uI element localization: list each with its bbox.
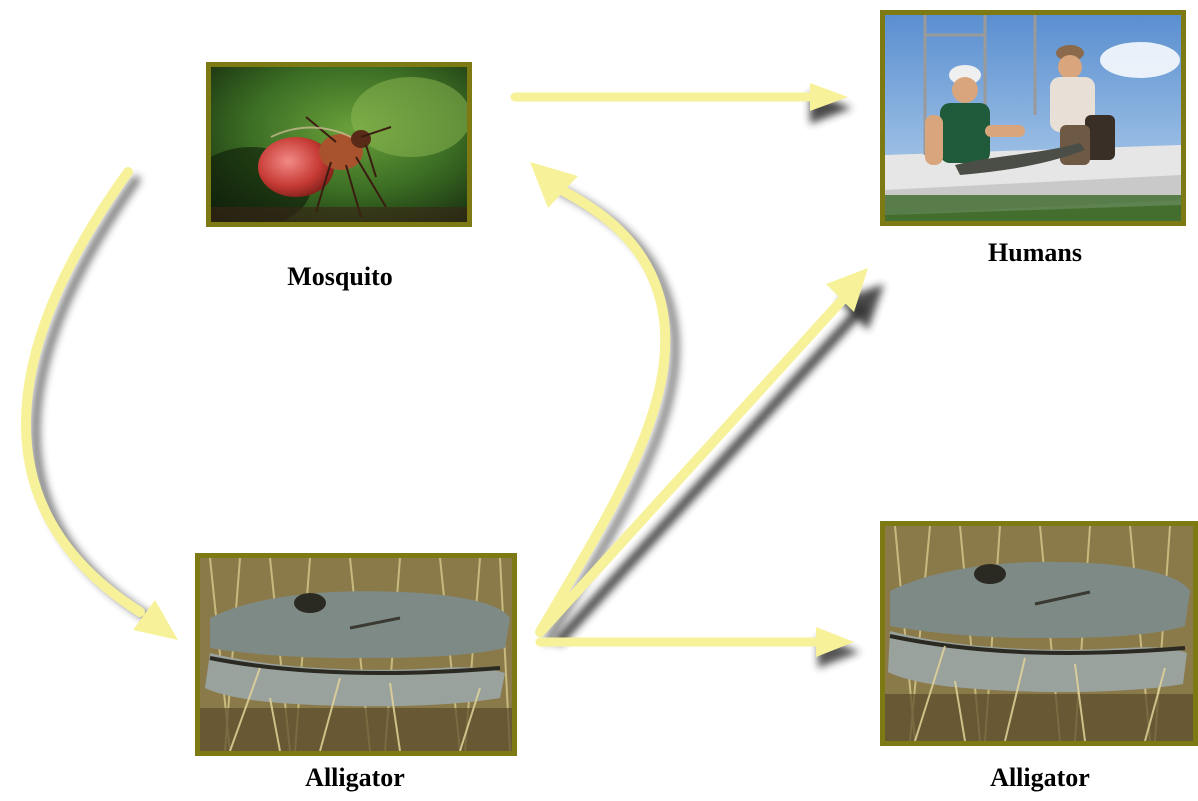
arrow-mosquito-to-humans xyxy=(515,83,852,124)
arrow-alligator-to-humans xyxy=(542,268,884,640)
alligator-source-photo xyxy=(195,553,517,756)
arrow-alligator-to-alligator xyxy=(540,627,860,668)
alligator-target-label: Alligator xyxy=(955,763,1125,793)
mosquito-label: Mosquito xyxy=(255,262,425,292)
alligator-source-label: Alligator xyxy=(270,763,440,793)
mosquito-photo xyxy=(206,62,472,227)
alligator-target-photo xyxy=(880,521,1198,746)
arrow-mosquito-to-alligator xyxy=(26,172,178,640)
humans-label: Humans xyxy=(950,238,1120,268)
humans-photo xyxy=(880,10,1186,226)
